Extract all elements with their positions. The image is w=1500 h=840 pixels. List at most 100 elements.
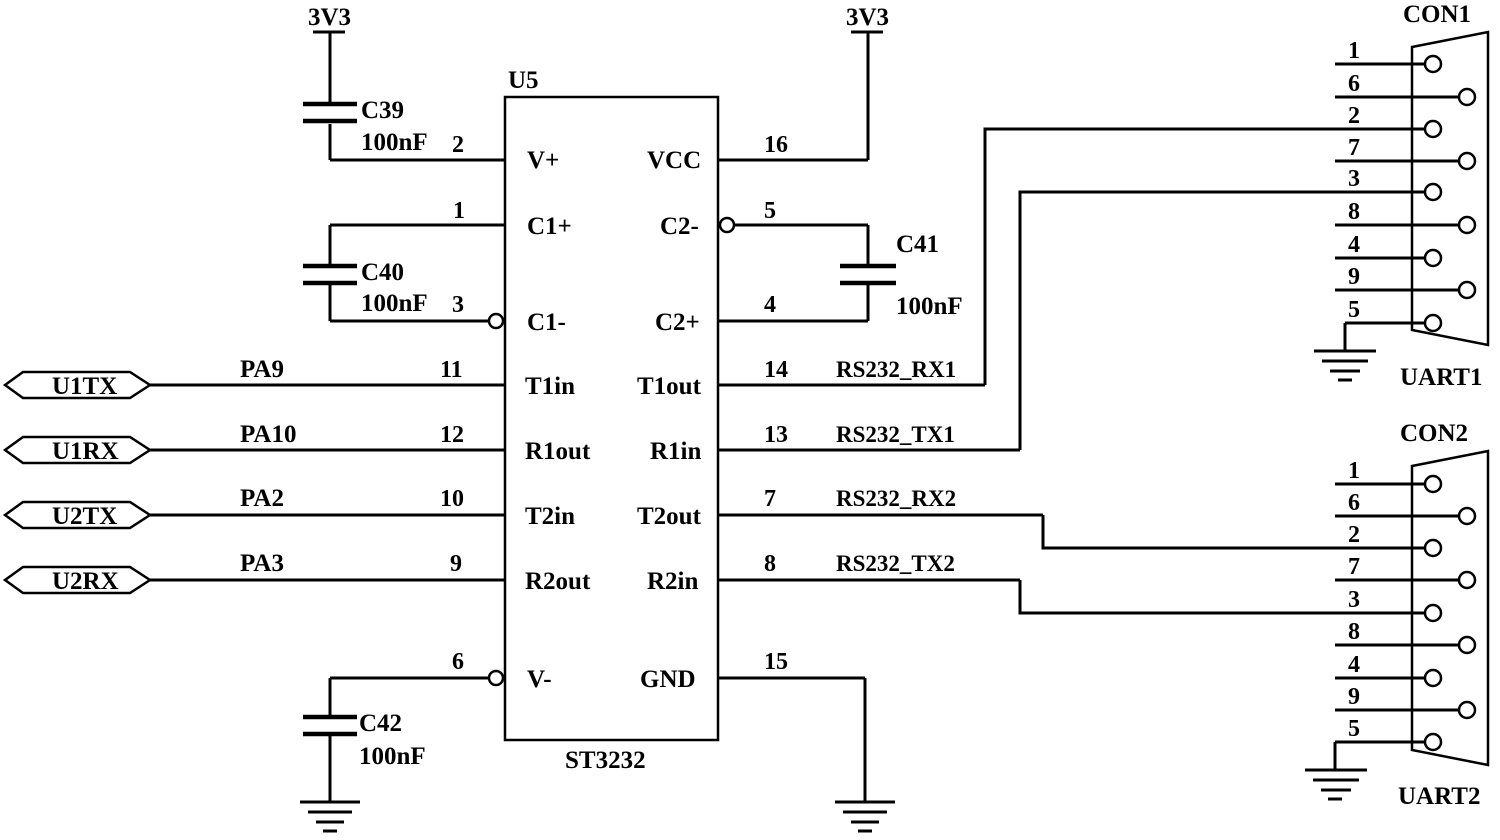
capacitor-value: 100nF [896, 293, 963, 320]
connector-con2: CON2 1 6 2 7 3 8 4 9 5 UART2 [1305, 420, 1490, 810]
net-label: RS232_RX2 [836, 486, 956, 511]
net-label: RS232_TX2 [836, 551, 955, 576]
pin-number: 4 [764, 292, 776, 318]
net-label: PA10 [240, 421, 296, 448]
power-3v3-left: 3V3 [308, 4, 351, 160]
pin-contact [1457, 506, 1477, 526]
pin-number: 12 [440, 422, 464, 448]
pin-name: GND [640, 666, 696, 693]
pin-name: C2+ [655, 309, 700, 336]
ic-body [503, 95, 720, 742]
net-label: PA2 [240, 485, 284, 512]
pin-contact [1423, 119, 1443, 139]
net-label: PA9 [240, 356, 284, 383]
capacitor-ref: C39 [361, 97, 404, 124]
pin-contact [1423, 182, 1443, 202]
connector-con1: CON1 1 6 2 7 3 8 4 9 5 UART1 [1314, 1, 1490, 391]
pin-contact [1423, 474, 1443, 494]
pin-contact [1423, 603, 1443, 623]
pin-contact [1457, 215, 1477, 235]
connector-name: UART1 [1400, 364, 1482, 391]
pin-number: 3 [452, 292, 464, 318]
connector-ref: CON2 [1400, 420, 1468, 447]
pin-number: 16 [764, 132, 788, 158]
inversion-bubble [487, 669, 505, 687]
port-shape [2, 500, 153, 530]
connector-pin-number: 1 [1348, 458, 1360, 484]
ic-right-pins: 16 5 4 14 13 7 8 15 VCC C2- C2+ T1out R1… [637, 132, 1043, 693]
connector-pin-number: 8 [1348, 619, 1360, 645]
port-shape [2, 565, 153, 595]
pin-number: 6 [452, 649, 464, 675]
pin-name: T1in [525, 373, 575, 400]
pin-number: 5 [764, 198, 776, 224]
ground-symbol [300, 800, 360, 833]
pin-number: 1 [453, 198, 465, 224]
connector-pin-number: 6 [1348, 490, 1360, 516]
connector-pin-number: 6 [1348, 71, 1360, 97]
pin-name: V- [527, 666, 552, 693]
pin-contact [1457, 635, 1477, 655]
inversion-bubble [487, 312, 505, 330]
port-label: U2TX [52, 503, 117, 530]
capacitor-value: 100nF [361, 290, 428, 317]
wire-tx1-to-con1-pin3 [1018, 190, 1410, 450]
connector-pin-number: 4 [1348, 652, 1360, 678]
pin-number: 15 [764, 649, 788, 675]
pin-contact [1423, 313, 1443, 333]
pin-number: 13 [764, 422, 788, 448]
connector-pin-number: 1 [1348, 38, 1360, 64]
pin-contact [1457, 700, 1477, 720]
port-label: U2RX [52, 568, 119, 595]
ic-left-pins: 2 1 3 11 12 10 9 6 V+ C1+ C1- T1in R1out… [150, 132, 591, 693]
capacitor-ref: C42 [359, 710, 402, 737]
capacitor-ref: C41 [896, 231, 939, 258]
port-label: U1TX [52, 373, 117, 400]
pin-contact [1423, 248, 1443, 268]
connector-pin-number: 4 [1348, 232, 1360, 258]
db9-shell [1410, 449, 1490, 767]
pin-contact [1423, 668, 1443, 688]
net-label: RS232_RX1 [836, 357, 956, 382]
rs232-nets: RS232_RX1 RS232_TX1 RS232_RX2 RS232_TX2 [836, 127, 1410, 615]
pin-contact [1423, 732, 1443, 752]
inversion-bubble [718, 216, 736, 234]
pin-number: 9 [450, 551, 462, 577]
capacitor-value: 100nF [359, 743, 426, 770]
capacitor-c42: C42 100nF [303, 678, 426, 802]
port-shape [2, 435, 153, 465]
connector-pin-number: 3 [1348, 166, 1360, 192]
connector-pin-number: 9 [1348, 684, 1360, 710]
connector-pin-number: 7 [1348, 554, 1360, 580]
net-label: PA3 [240, 550, 284, 577]
ic-ref-label: U5 [508, 67, 539, 94]
connector-name: UART2 [1398, 783, 1480, 810]
pin-number: 10 [440, 486, 464, 512]
pin-name: V+ [527, 147, 559, 174]
port-u2rx: U2RX PA3 [2, 550, 284, 595]
pin-number: 11 [440, 357, 463, 383]
pin-name: R2out [525, 568, 591, 595]
pin-contact [1457, 280, 1477, 300]
connector-pin-number: 2 [1348, 522, 1360, 548]
power-label: 3V3 [308, 4, 351, 31]
pin-name: R1out [525, 438, 591, 465]
connector-pin-number: 5 [1348, 716, 1360, 742]
pin-name: VCC [647, 147, 701, 174]
db9-shell [1410, 30, 1490, 347]
connector-pin-number: 5 [1348, 297, 1360, 323]
pin-name: T2in [525, 503, 575, 530]
power-label: 3V3 [846, 4, 889, 31]
ground-symbol [835, 678, 895, 833]
pin-name: C2- [660, 213, 699, 240]
port-u2tx: U2TX PA2 [2, 485, 284, 530]
pin-contact [1423, 54, 1443, 74]
wire-rx2-to-con2-pin2 [1041, 515, 1410, 550]
connector-pin-number: 7 [1348, 135, 1360, 161]
connector-pin-number: 8 [1348, 199, 1360, 225]
pin-number: 2 [452, 132, 464, 158]
port-u1tx: U1TX PA9 [2, 356, 284, 400]
pin-contact [1457, 151, 1477, 171]
pin-number: 8 [764, 551, 776, 577]
